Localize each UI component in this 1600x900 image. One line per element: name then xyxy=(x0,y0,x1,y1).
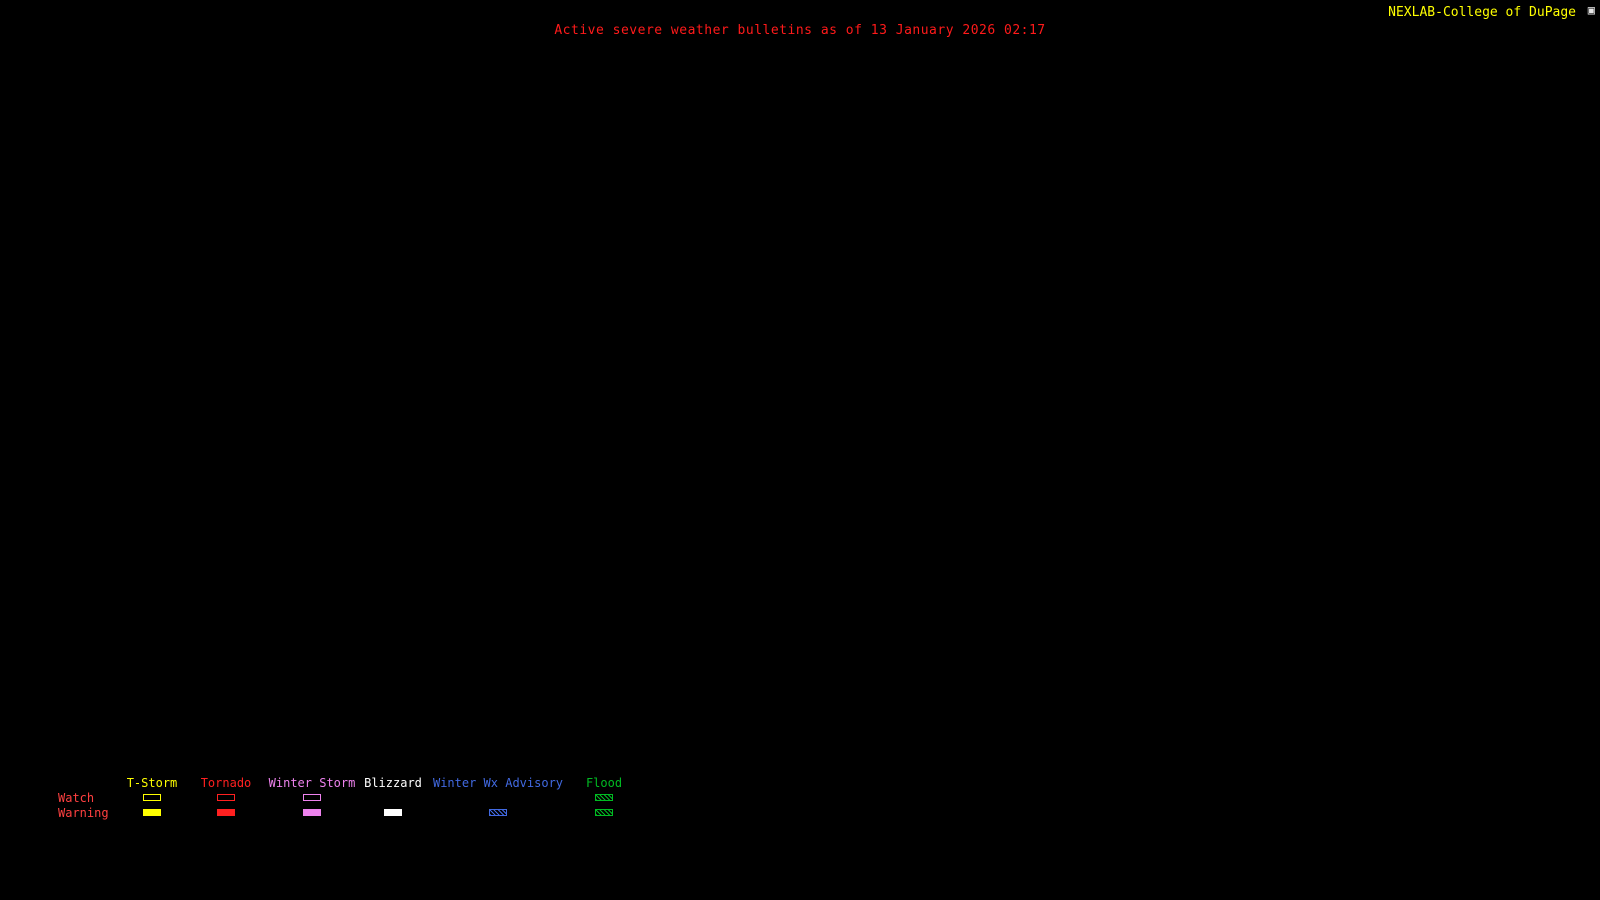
flood-warning-swatch xyxy=(595,809,613,816)
tstorm-watch-swatch xyxy=(143,794,161,801)
swatch-cell xyxy=(186,809,266,816)
swatch-cell xyxy=(186,794,266,801)
swatch-cell xyxy=(358,794,428,801)
legend: T-Storm Tornado Winter Storm Blizzard Wi… xyxy=(50,775,640,820)
page-title: Active severe weather bulletins as of 13… xyxy=(554,23,1046,38)
swatch-cell xyxy=(118,794,186,801)
legend-header-tornado: Tornado xyxy=(200,775,252,790)
legend-header-tstorm: T-Storm xyxy=(126,775,178,790)
swatch-cell xyxy=(358,809,428,816)
tstorm-warning-swatch xyxy=(143,809,161,816)
swatch-cell xyxy=(266,809,358,816)
brand-label: NEXLAB-College of DuPage xyxy=(1388,5,1576,20)
legend-header-flood: Flood xyxy=(585,775,623,790)
winter-wx-advisory-warning-swatch xyxy=(489,809,507,816)
blizzard-warning-swatch xyxy=(384,809,402,816)
legend-header-winter-storm: Winter Storm xyxy=(268,775,356,790)
tornado-warning-swatch xyxy=(217,809,235,816)
swatch-cell xyxy=(118,809,186,816)
tornado-watch-swatch xyxy=(217,794,235,801)
winter-storm-warning-swatch xyxy=(303,809,321,816)
flood-watch-swatch xyxy=(595,794,613,801)
legend-header-blizzard: Blizzard xyxy=(364,775,422,790)
winter-storm-watch-swatch xyxy=(303,794,321,801)
legend-row-label-warning: Warning xyxy=(58,805,109,820)
swatch-cell xyxy=(428,794,568,801)
swatch-cell xyxy=(568,794,640,801)
swatch-cell xyxy=(266,794,358,801)
swatch-cell xyxy=(428,809,568,816)
legend-row-label-watch: Watch xyxy=(58,790,95,805)
legend-header-winter-wx-advisory: Winter Wx Advisory xyxy=(432,775,564,790)
swatch-cell xyxy=(568,809,640,816)
corner-logo-icon: ▣ xyxy=(1587,3,1595,17)
